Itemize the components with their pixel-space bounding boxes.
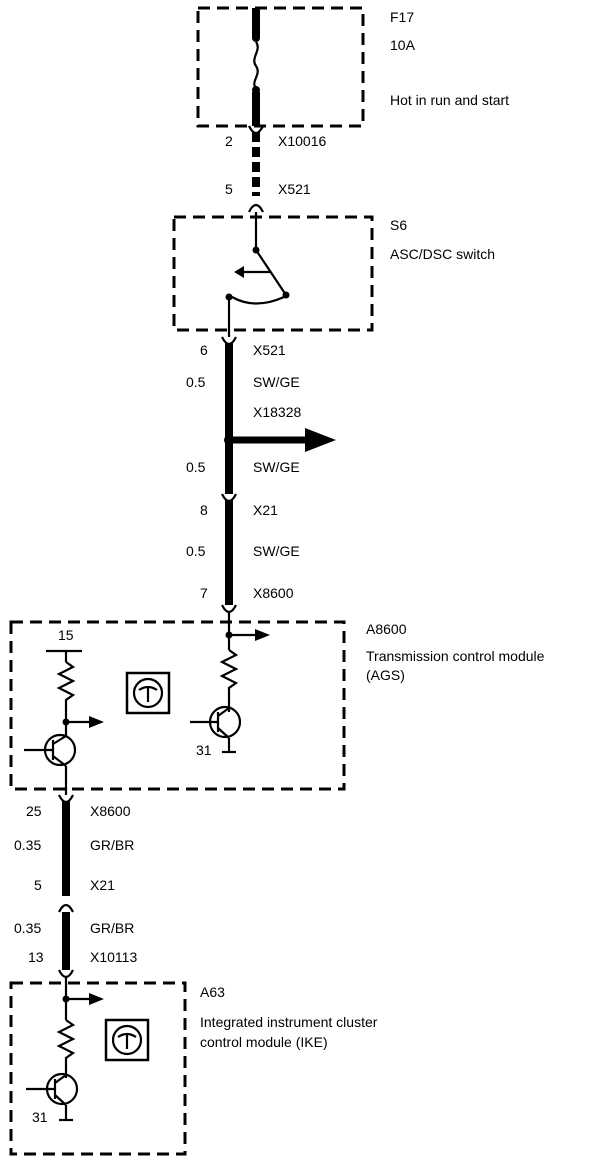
- fuse-rating: 10A: [390, 37, 416, 53]
- connector-pin: 2: [225, 133, 233, 149]
- tcm-input-transistor-icon: [190, 705, 242, 754]
- connector-pin: 5: [34, 877, 42, 893]
- tcm-name-line1: Transmission control module: [366, 648, 545, 664]
- connector-name: X18328: [253, 404, 301, 420]
- connector-pin: 13: [28, 949, 44, 965]
- connector-name: X21: [253, 502, 278, 518]
- ike-input-circuit: [56, 976, 104, 1078]
- switch-symbol-icon: [225, 246, 290, 305]
- tcm-input-circuit: [219, 612, 270, 712]
- splice-x18328-icon: [224, 428, 336, 452]
- tcm-output-transistor-icon: [24, 722, 77, 795]
- wire-color: SW/GE: [253, 459, 300, 475]
- connector-name: X21: [90, 877, 115, 893]
- wire-size: 0.35: [14, 837, 41, 853]
- connector-pin: 8: [200, 502, 208, 518]
- tcm-id: A8600: [366, 621, 407, 637]
- switch-box: [172, 215, 374, 332]
- connector-pin: 6: [200, 342, 208, 358]
- tcm-ground-pin: 31: [196, 742, 212, 758]
- ike-id: A63: [200, 984, 225, 1000]
- switch-name: ASC/DSC switch: [390, 246, 495, 262]
- connector-x21-bottom-icon: [58, 903, 74, 913]
- connector-name: X10113: [90, 949, 137, 965]
- connector-pin: 7: [200, 585, 208, 601]
- wire-color: GR/BR: [90, 920, 134, 936]
- tcm-box: [9, 620, 346, 791]
- connector-x8600-bottom-icon: [58, 794, 74, 804]
- ike-module-icon: [104, 1018, 150, 1062]
- ike-ground-pin: 31: [32, 1109, 48, 1125]
- connector-name: X8600: [253, 585, 294, 601]
- connector-pin: 25: [26, 803, 42, 819]
- tcm-name-line2: (AGS): [366, 667, 405, 683]
- wire-size: 0.35: [14, 920, 41, 936]
- fuse-id: F17: [390, 9, 414, 25]
- connector-x21-top-icon: [221, 493, 237, 503]
- switch-id: S6: [390, 217, 407, 233]
- wire-size: 0.5: [186, 374, 206, 390]
- connector-x10113-icon: [58, 969, 74, 979]
- tcm-output-circuit: [46, 649, 104, 728]
- connector-x521-top-icon: [248, 203, 264, 213]
- wire-color: SW/GE: [253, 543, 300, 559]
- connector-name: X8600: [90, 803, 131, 819]
- ike-name-line2: control module (IKE): [200, 1034, 328, 1050]
- ike-box: [9, 981, 187, 1156]
- connector-name: X10016: [278, 133, 326, 149]
- wire-size: 0.5: [186, 543, 206, 559]
- wire-size: 0.5: [186, 459, 206, 475]
- tcm-supply-pin: 15: [58, 627, 74, 643]
- connector-name: X521: [253, 342, 286, 358]
- fuse-note: Hot in run and start: [390, 92, 509, 108]
- wire-color: GR/BR: [90, 837, 134, 853]
- tcm-module-icon: [125, 671, 171, 715]
- ike-name-line1: Integrated instrument cluster: [200, 1014, 378, 1030]
- connector-name: X521: [278, 181, 311, 197]
- wire-color: SW/GE: [253, 374, 300, 390]
- connector-pin: 5: [225, 181, 233, 197]
- fuse-symbol-icon: [252, 34, 260, 94]
- connector-x521-bottom-icon: [221, 336, 237, 346]
- ike-input-transistor-icon: [26, 1072, 79, 1122]
- connector-x8600-top-icon: [221, 604, 237, 614]
- fuse-box: [196, 6, 365, 128]
